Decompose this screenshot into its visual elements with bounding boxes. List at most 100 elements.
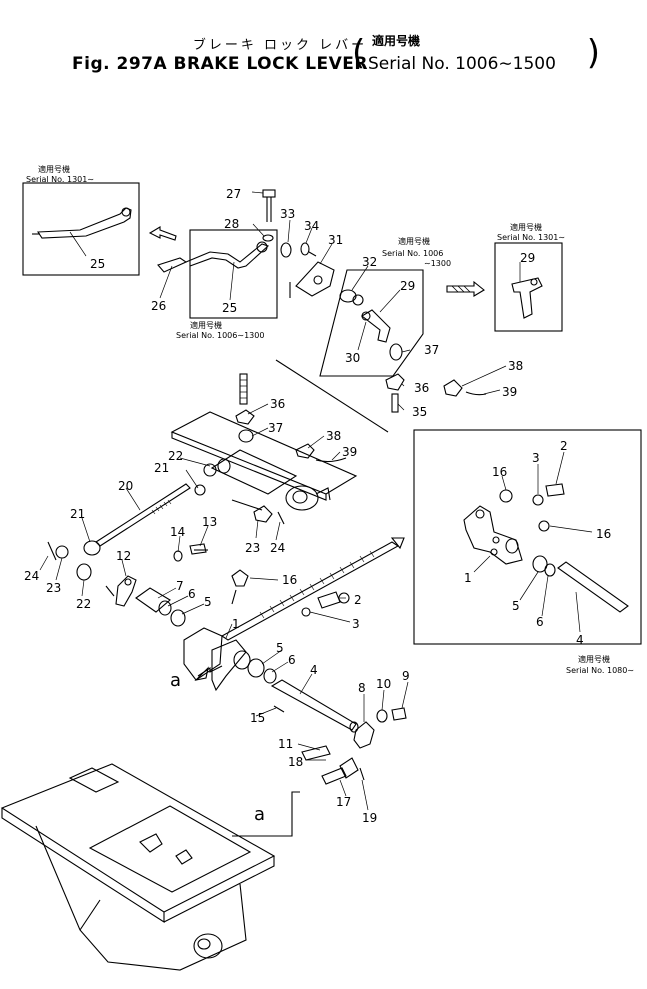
callout-17: 17 — [336, 795, 351, 809]
callout-29: 29 — [520, 251, 535, 265]
callout-4: 4 — [310, 663, 318, 677]
callout-a: a — [170, 670, 181, 691]
shaft-part-4 — [270, 679, 357, 731]
callout-31: 31 — [328, 233, 343, 247]
callout-28: 28 — [224, 217, 239, 231]
callout-39: 39 — [342, 445, 357, 459]
serial-range-text: Serial No. 1006∼1500 — [368, 54, 556, 74]
callout-5: 5 — [276, 641, 284, 655]
callout-16: 16 — [492, 465, 507, 479]
serial-label: Serial No. 1006∼1300 — [176, 331, 264, 340]
inset-lever-1006-1300 — [157, 229, 278, 319]
callout-22: 22 — [168, 449, 183, 463]
callout-38: 38 — [508, 359, 523, 373]
bolt-group-top — [262, 189, 317, 258]
nut-part-38 — [443, 379, 463, 397]
close-paren: ) — [586, 33, 600, 73]
callout-37: 37 — [424, 343, 439, 357]
callout-8: 8 — [358, 681, 366, 695]
callout-38: 38 — [326, 429, 341, 443]
callout-29: 29 — [400, 279, 415, 293]
title-serial-range: ( 適用号機 Serial No. 1006∼1500 ) — [352, 30, 600, 78]
callout-25: 25 — [222, 301, 237, 315]
bushing-part-32 — [339, 289, 357, 303]
serial-label-jp: 適用号機 — [510, 222, 542, 232]
callout-13: 13 — [202, 515, 217, 529]
callout-12: 12 — [116, 549, 131, 563]
callout-1: 1 — [232, 617, 240, 631]
callout-15: 15 — [250, 711, 265, 725]
serial-label: Serial No. 1080∼ — [566, 666, 634, 675]
arrow-right-hollow — [446, 280, 485, 297]
bracket-part-31 — [295, 261, 335, 297]
figure-title: Fig. 297A BRAKE LOCK LEVER — [72, 54, 369, 74]
callout-6: 6 — [288, 653, 296, 667]
threaded-rod — [220, 541, 400, 641]
callout-1: 1 — [464, 571, 472, 585]
mounting-plate — [170, 411, 358, 495]
callout-36: 36 — [270, 397, 285, 411]
inset-link-1006-1300 — [319, 269, 424, 377]
nut-part-38b — [295, 443, 315, 459]
callout-5: 5 — [512, 599, 520, 613]
serial-label-jp: 適用号機 — [38, 164, 70, 174]
callout-39: 39 — [502, 385, 517, 399]
callout-11: 11 — [278, 737, 293, 751]
callout-6: 6 — [536, 615, 544, 629]
inset-link-1301 — [494, 242, 563, 332]
callout-numbers: 25 25 26 27 28 33 34 31 32 29 30 29 37 3… — [24, 187, 611, 825]
callout-21: 21 — [154, 461, 169, 475]
main-bracket-part-1 — [183, 627, 223, 681]
callout-16: 16 — [596, 527, 611, 541]
bushing-part-7 — [135, 587, 171, 613]
callout-30: 30 — [345, 351, 360, 365]
serial-label-jp: 適用号機 — [190, 320, 222, 330]
inset-lever-1301 — [22, 182, 140, 276]
callout-23: 23 — [46, 581, 61, 595]
serial-label: Serial No. 1006 — [382, 249, 443, 258]
callout-27: 27 — [226, 187, 241, 201]
nut-part-36 — [385, 373, 405, 391]
callout-34: 34 — [304, 219, 319, 233]
callout-22: 22 — [76, 597, 91, 611]
callout-14: 14 — [170, 525, 185, 539]
callout-33: 33 — [280, 207, 295, 221]
callout-24: 24 — [270, 541, 285, 555]
serial-range-japanese: 適用号機 — [372, 34, 421, 48]
serial-label-jp: 適用号機 — [578, 654, 610, 664]
stud-part-36 — [239, 373, 248, 405]
serial-label-cont: ∼1300 — [424, 259, 451, 268]
callout-23: 23 — [245, 541, 260, 555]
callout-2: 2 — [354, 593, 362, 607]
callout-7: 7 — [176, 579, 184, 593]
clamp-part-37 — [389, 343, 403, 361]
callout-a: a — [254, 804, 265, 825]
stud-part-35 — [391, 393, 399, 413]
callout-36: 36 — [414, 381, 429, 395]
callout-19: 19 — [362, 811, 377, 825]
callout-4: 4 — [576, 633, 584, 647]
callout-32: 32 — [362, 255, 377, 269]
callout-5: 5 — [204, 595, 212, 609]
callout-16: 16 — [282, 573, 297, 587]
serial-label-jp: 適用号機 — [398, 236, 430, 246]
callout-35: 35 — [412, 405, 427, 419]
callout-9: 9 — [402, 669, 410, 683]
callout-26: 26 — [151, 299, 166, 313]
floor-plate-assembly — [0, 763, 276, 971]
callout-10: 10 — [376, 677, 391, 691]
serial-label: Serial No. 1301∼ — [26, 175, 94, 184]
callout-21: 21 — [70, 507, 85, 521]
callout-37: 37 — [268, 421, 283, 435]
title-japanese: ブレーキ ロック レバー — [192, 38, 368, 53]
lever-part-12 — [115, 575, 137, 607]
inset-bracket-1080 — [413, 429, 642, 645]
callout-3: 3 — [532, 451, 540, 465]
open-paren: ( — [352, 33, 366, 73]
clevis-part-8 — [353, 721, 375, 749]
callout-2: 2 — [560, 439, 568, 453]
callout-20: 20 — [118, 479, 133, 493]
serial-label: Serial No. 1301∼ — [497, 233, 565, 242]
